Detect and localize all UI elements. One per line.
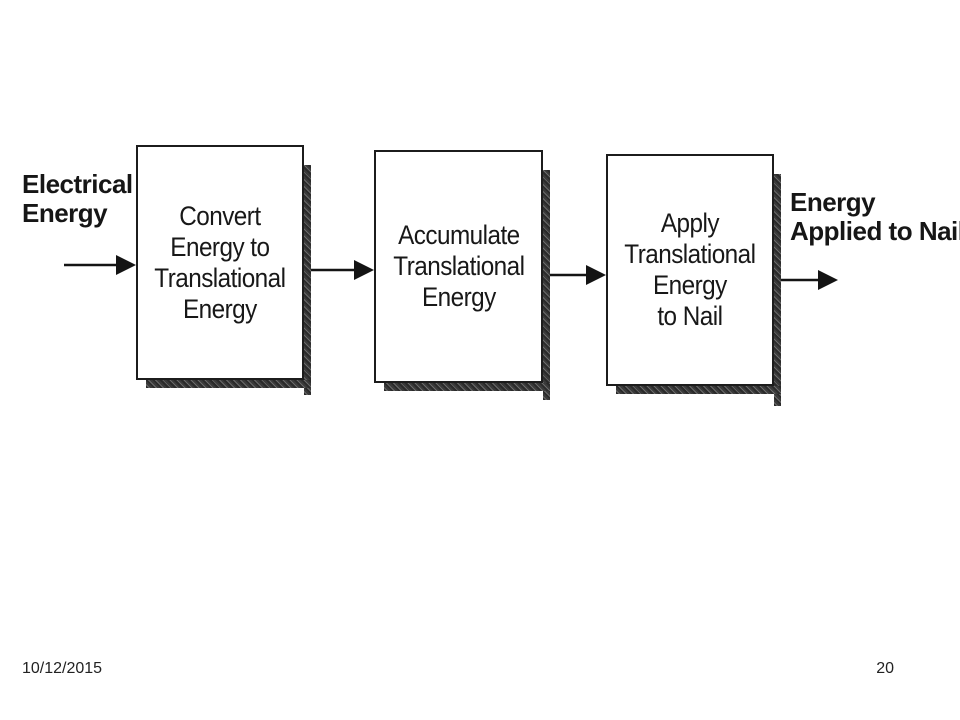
block-text-line: Apply — [660, 208, 720, 238]
footer-date: 10/12/2015 — [22, 660, 103, 677]
output-label-line: Energy — [790, 187, 876, 217]
block-text: Accumulate Translational Energy — [392, 220, 525, 313]
arrow-output-head — [818, 270, 838, 290]
output-label-line: Applied to Nail — [790, 216, 960, 246]
block-shadow — [304, 165, 311, 395]
input-label-line: Energy — [22, 198, 108, 228]
arrow-input-head — [116, 255, 136, 275]
block-text-line: Energy — [183, 293, 257, 324]
arrow-1-2-head — [354, 260, 374, 280]
block-shadow — [384, 383, 550, 391]
block-text: Convert Energy to Translational Energy — [154, 200, 286, 325]
block-shadow — [146, 380, 311, 388]
block-shadow — [543, 170, 550, 400]
block-text-line: to Nail — [657, 301, 723, 331]
block-shadow — [774, 174, 781, 406]
footer-page-number: 20 — [876, 660, 894, 677]
input-label-line: Electrical — [22, 169, 133, 199]
block-shadow — [616, 386, 781, 394]
block-convert-energy: Convert Energy to Translational Energy — [136, 145, 304, 380]
block-text-line: Translational — [154, 262, 286, 293]
block-text-line: Energy — [421, 282, 496, 312]
block-text-line: Convert — [179, 200, 261, 231]
block-text-line: Accumulate — [397, 220, 520, 250]
input-label: Electrical Energy — [22, 170, 133, 228]
block-text-line: Energy — [653, 270, 727, 300]
block-text-line: Energy to — [170, 231, 270, 262]
arrow-2-3-head — [586, 265, 606, 285]
block-text: Apply Translational Energy to Nail — [624, 208, 756, 332]
block-text-line: Translational — [624, 239, 756, 269]
block-text-line: Translational — [392, 251, 525, 281]
block-apply-energy: Apply Translational Energy to Nail — [606, 154, 774, 386]
output-label: Energy Applied to Nail — [790, 188, 960, 246]
block-accumulate-energy: Accumulate Translational Energy — [374, 150, 543, 383]
